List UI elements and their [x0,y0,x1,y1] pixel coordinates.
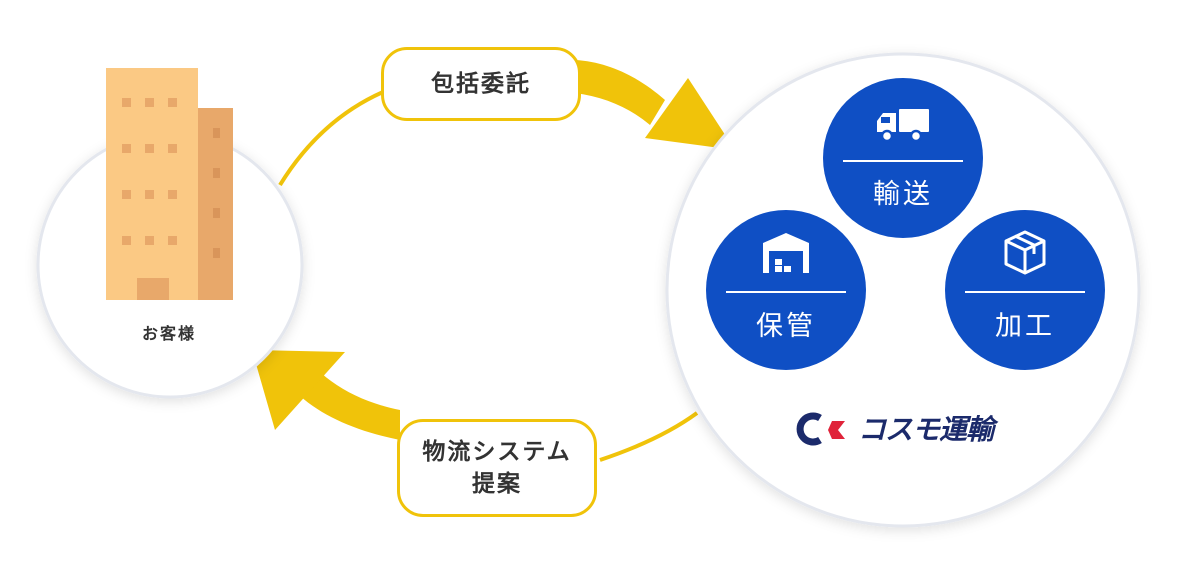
truck-icon [877,109,929,143]
customer-label: お客様 [141,324,196,343]
transport-label: 輸送 [873,179,933,210]
proposal-label-line-1: 物流システム [422,439,572,465]
processing-label: 加工 [995,311,1055,342]
top-arc [278,90,384,187]
bottom-arrow-head [252,350,345,430]
bottom-arc [599,411,699,462]
company-circle [665,52,1141,528]
processing-circle [945,210,1105,370]
transport-circle [823,78,983,238]
outsourcing-label: 包括委託 [381,47,581,121]
top-arrow-body [575,60,665,125]
bottom-arrow-body [300,372,400,440]
warehouse-icon [763,233,809,273]
storage-label: 保管 [756,311,816,342]
storage-circle [706,210,866,370]
top-arrow-head [645,78,735,150]
building-icon [106,68,233,300]
proposal-label-line-2: 提案 [472,471,522,497]
proposal-label: 物流システム 提案 [397,419,597,517]
box-icon [1004,230,1046,275]
company-name: コスモ運輸 [858,413,994,446]
company-logo-icon [796,412,845,446]
outsourcing-label-text: 包括委託 [431,71,531,97]
